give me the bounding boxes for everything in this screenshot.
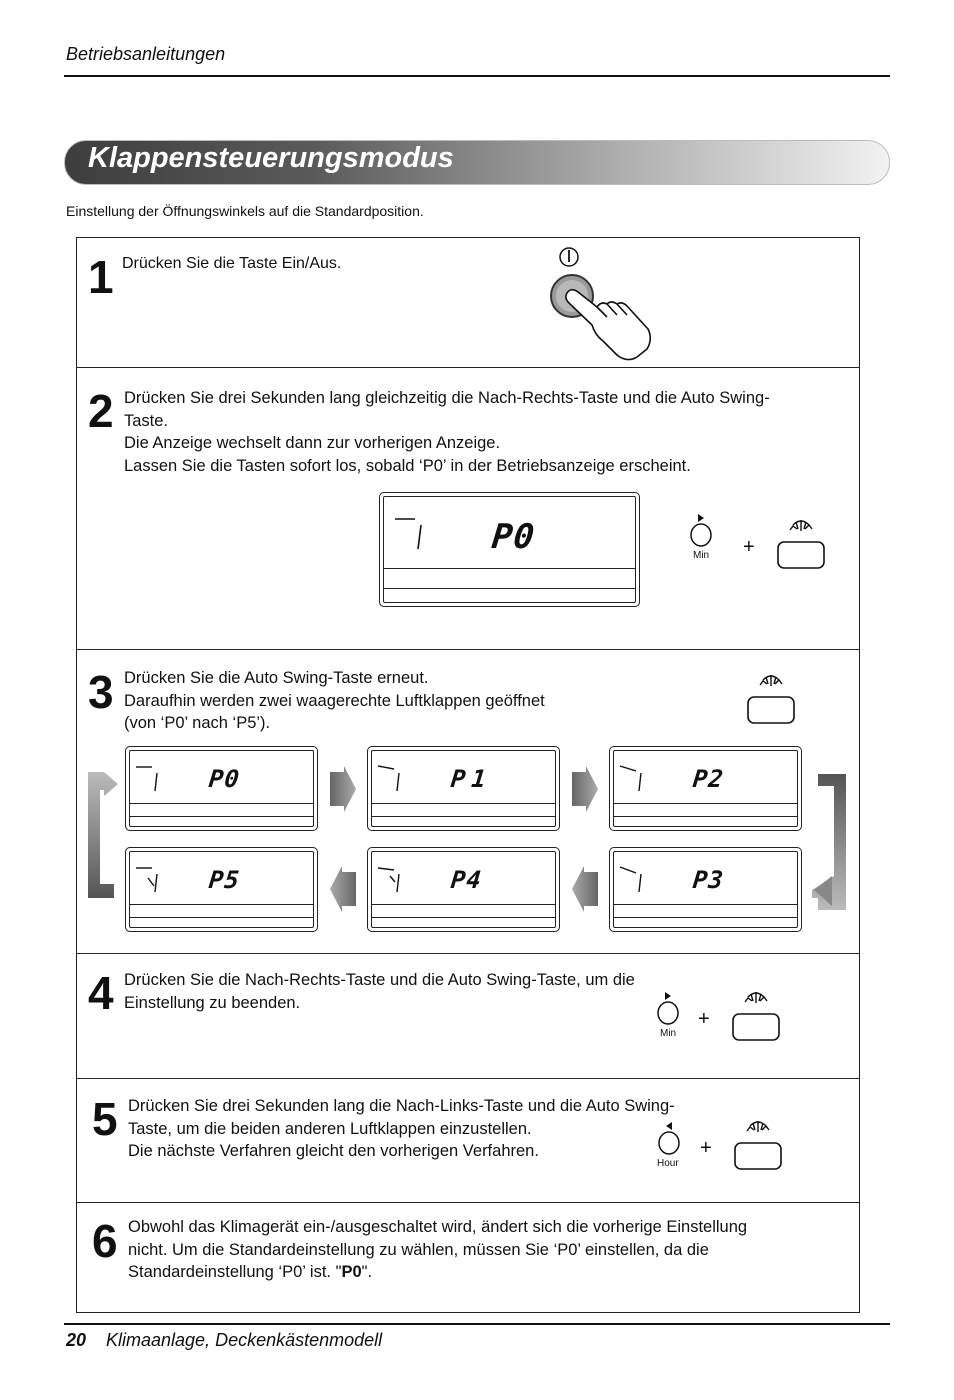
lcd-display-p0: P0 [125, 746, 318, 831]
flap-indicator-icon [136, 766, 158, 792]
step-divider [76, 1202, 860, 1203]
arrow-down-bracket-icon [812, 774, 846, 910]
step-2-line: Taste. [124, 411, 169, 430]
step-1-line: Drücken Sie die Taste Ein/Aus. [122, 255, 342, 272]
step-6-line: Obwohl das Klimagerät ein-/ausgeschaltet… [128, 1218, 748, 1236]
left-arrow-icon [666, 1122, 672, 1130]
auto-swing-icon [744, 992, 768, 1003]
footer-divider [64, 1323, 890, 1325]
auto-swing-icon [789, 520, 813, 531]
auto-swing-button[interactable] [732, 1116, 784, 1174]
auto-swing-icon [746, 1121, 770, 1132]
section-title: Klappensteuerungsmodus [88, 142, 454, 174]
step-5-number: 5 [92, 1093, 118, 1145]
flap-indicator-icon [377, 867, 400, 893]
step-divider [76, 1078, 860, 1079]
step-divider [76, 649, 860, 650]
auto-swing-button[interactable] [745, 670, 797, 728]
step-6-number: 6 [92, 1215, 118, 1267]
plus-sign: + [700, 1137, 712, 1159]
lcd-display-p2: P2 [609, 746, 802, 831]
header-divider [64, 75, 890, 77]
step-2-number: 2 [88, 385, 114, 437]
min-label: Min [693, 550, 710, 561]
step-4-line: Drücken Sie die Nach-Rechts-Taste und di… [124, 971, 635, 989]
lcd-code: P1 [449, 765, 494, 793]
flap-indicator-icon [395, 518, 422, 550]
section-banner [64, 140, 890, 185]
step-6-line-last: Standardeinstellung ‘P0’ ist. "P0". [128, 1261, 747, 1284]
min-label: Min [660, 1028, 677, 1039]
flap-indicator-icon [619, 866, 642, 893]
lcd-display-p1: P1 [367, 746, 560, 831]
step-3-line: (von ‘P0’ nach ‘P5’). [124, 714, 271, 732]
step-2-text: Drücken Sie drei Sekunden lang gleichzei… [124, 387, 770, 477]
lcd-code: P2 [691, 765, 726, 793]
step-3-number: 3 [88, 666, 114, 718]
right-arrow-icon [698, 514, 704, 522]
auto-swing-button[interactable] [730, 987, 782, 1045]
lcd-display-p5: P5 [125, 847, 318, 932]
auto-swing-icon [759, 675, 783, 686]
step-3-line: Daraufhin werden zwei waagerechte Luftkl… [124, 691, 545, 710]
plus-sign: + [743, 536, 755, 558]
right-arrow-icon [665, 992, 671, 1000]
arrow-up-bracket-icon [88, 772, 118, 898]
step-2-line: Drücken Sie drei Sekunden lang gleichzei… [124, 389, 770, 407]
lcd-code: P0 [489, 517, 538, 557]
step-6-text-part: ". [361, 1263, 373, 1281]
step-1-text: Drücken Sie die Taste Ein/Aus. [122, 253, 341, 276]
step-4-text: Drücken Sie die Nach-Rechts-Taste und di… [124, 969, 635, 1014]
hour-label: Hour [657, 1158, 679, 1169]
plus-sign: + [698, 1008, 710, 1030]
lcd-display-p4: P4 [367, 847, 560, 932]
step-1-number: 1 [88, 251, 114, 303]
footer-title: Klimaanlage, Deckenkästenmodell [106, 1330, 383, 1350]
flap-indicator-icon [619, 765, 642, 792]
left-arrow-button[interactable] [655, 1120, 685, 1156]
right-arrow-button[interactable] [654, 990, 684, 1026]
lcd-code: P3 [691, 866, 726, 894]
pressing-hand-icon [565, 288, 652, 361]
arrow-right-icon [572, 766, 598, 812]
step-6-text-part: Standardeinstellung ‘P0’ ist. " [128, 1263, 342, 1281]
right-arrow-button[interactable] [687, 512, 717, 548]
lcd-code: P5 [207, 866, 242, 894]
step-5-text: Drücken Sie drei Sekunden lang die Nach-… [128, 1095, 675, 1163]
step-6-line: nicht. Um die Standardeinstellung zu wäh… [128, 1240, 709, 1259]
step-divider [76, 367, 860, 368]
arrow-right-icon [330, 766, 356, 812]
auto-swing-button[interactable] [775, 515, 827, 573]
page-number: 20 [66, 1330, 87, 1350]
step-3-text: Drücken Sie die Auto Swing-Taste erneut.… [124, 667, 545, 735]
lcd-display-main: P0 [379, 492, 640, 607]
lcd-code: P4 [449, 866, 484, 894]
flap-indicator-icon [136, 867, 158, 893]
step-3-line: Drücken Sie die Auto Swing-Taste erneut. [124, 669, 429, 687]
step-2-line: Die Anzeige wechselt dann zur vorherigen… [124, 434, 501, 452]
flap-indicator-icon [377, 765, 400, 792]
power-symbol-icon [559, 247, 579, 267]
step-divider [76, 953, 860, 954]
step-4-line: Einstellung zu beenden. [124, 993, 301, 1012]
step-6-highlight: P0 [341, 1263, 362, 1281]
power-button-illustration [550, 247, 652, 361]
step-2-line: Lassen Sie die Tasten sofort los, sobald… [124, 456, 691, 475]
step-5-line: Die nächste Verfahren gleicht den vorher… [128, 1142, 539, 1160]
intro-text: Einstellung der Öffnungswinkels auf die … [66, 203, 424, 219]
step-4-number: 4 [88, 967, 114, 1019]
step-5-line: Taste, um die beiden anderen Luftklappen… [128, 1119, 532, 1138]
steps-box [76, 237, 860, 1313]
arrow-left-icon [330, 866, 356, 912]
step-5-line: Drücken Sie drei Sekunden lang die Nach-… [128, 1097, 675, 1115]
lcd-code: P0 [207, 765, 242, 793]
lcd-display-p3: P3 [609, 847, 802, 932]
manual-header-title: Betriebsanleitungen [66, 44, 226, 64]
step-6-text: Obwohl das Klimagerät ein-/ausgeschaltet… [128, 1216, 747, 1284]
arrow-left-icon [572, 866, 598, 912]
